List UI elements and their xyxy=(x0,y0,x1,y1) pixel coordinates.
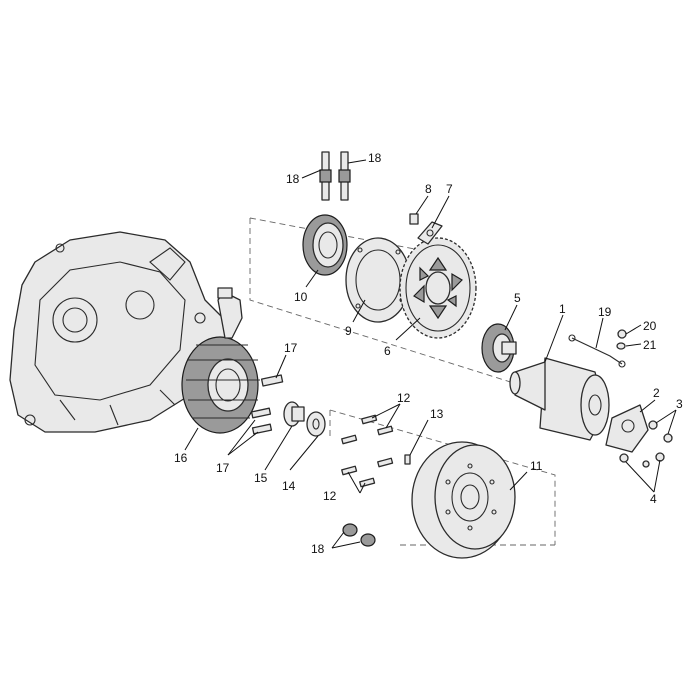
idler-gear xyxy=(481,323,517,373)
stator-bolts xyxy=(250,374,284,435)
callout-9: 9 xyxy=(345,324,352,338)
callout-13: 13 xyxy=(430,407,444,421)
callout-18-bottom: 18 xyxy=(311,542,325,556)
flywheel-rotor xyxy=(411,441,516,559)
starter-bracket xyxy=(605,404,673,468)
callout-18-right: 18 xyxy=(368,151,382,165)
callout-14: 14 xyxy=(282,479,296,493)
callout-2: 2 xyxy=(653,386,660,400)
flywheel-bolts xyxy=(341,414,411,488)
callout-12-mid: 12 xyxy=(323,489,337,503)
callout-3: 3 xyxy=(676,397,683,411)
callout-1: 1 xyxy=(559,302,566,316)
flywheel-nuts xyxy=(342,523,376,547)
starter-driven-gear xyxy=(399,237,477,339)
gear-retainer xyxy=(409,213,443,245)
callout-15: 15 xyxy=(254,471,268,485)
callout-5: 5 xyxy=(514,291,521,305)
callout-6: 6 xyxy=(384,344,391,358)
stator-coil xyxy=(181,287,260,434)
clutch-plate xyxy=(345,237,411,323)
leader-lines xyxy=(184,159,677,549)
callout-labels: 1 2 3 4 5 6 7 8 9 10 11 12 12 13 14 15 1… xyxy=(174,151,683,556)
callout-19: 19 xyxy=(598,305,612,319)
callout-8: 8 xyxy=(425,182,432,196)
cable-nut-washer xyxy=(616,329,627,350)
callout-17-bottom: 17 xyxy=(216,461,230,475)
starter-cable xyxy=(568,334,626,368)
callout-20: 20 xyxy=(643,319,657,333)
bushing-and-washer xyxy=(283,401,326,437)
starter-motor xyxy=(509,357,610,441)
callout-17-top: 17 xyxy=(284,341,298,355)
callout-4: 4 xyxy=(650,492,657,506)
spark-plugs xyxy=(319,151,351,201)
callout-16: 16 xyxy=(174,451,188,465)
callout-12-top: 12 xyxy=(397,391,411,405)
callout-18-left: 18 xyxy=(286,172,300,186)
callout-7: 7 xyxy=(446,182,453,196)
callout-10: 10 xyxy=(294,290,308,304)
callout-11: 11 xyxy=(530,459,543,473)
callout-21: 21 xyxy=(643,338,657,352)
one-way-clutch xyxy=(302,214,348,276)
